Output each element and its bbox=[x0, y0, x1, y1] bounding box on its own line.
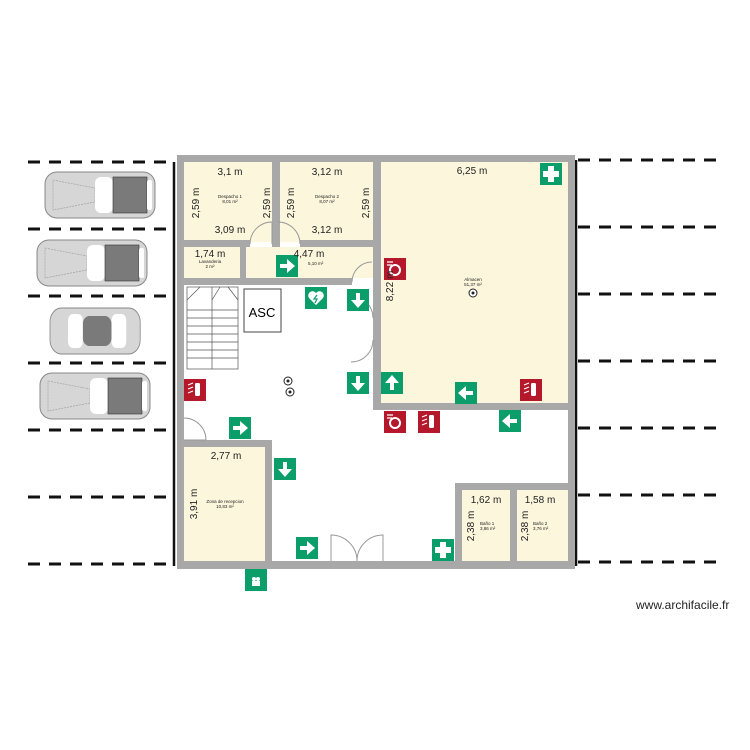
svg-text:3,1 m: 3,1 m bbox=[217, 167, 242, 178]
svg-text:8,01 m²: 8,01 m² bbox=[222, 199, 238, 204]
car-icon bbox=[49, 307, 141, 355]
elevator bbox=[243, 288, 282, 333]
car-icon bbox=[44, 171, 156, 219]
svg-text:8,22 m: 8,22 m bbox=[385, 271, 396, 302]
exit-arrow-icon bbox=[499, 410, 521, 432]
first-aid-icon bbox=[540, 163, 562, 185]
svg-text:3,09 m: 3,09 m bbox=[215, 225, 246, 236]
smoke-detector-icon bbox=[285, 387, 295, 397]
svg-text:Despacho 1: Despacho 1 bbox=[218, 194, 243, 199]
watermark: www.archifacile.fr bbox=[636, 598, 730, 612]
svg-text:3,12 m: 3,12 m bbox=[312, 225, 343, 236]
room-recepcion: 2,77 m 3,91 m Zona de recepcion 10,83 m² bbox=[189, 451, 244, 519]
elevator-label: ASC bbox=[249, 305, 276, 320]
exit-arrow-icon bbox=[347, 289, 369, 311]
svg-text:Lavanderia: Lavanderia bbox=[199, 259, 222, 264]
svg-text:8,07 m²: 8,07 m² bbox=[319, 199, 335, 204]
svg-text:2,59 m: 2,59 m bbox=[262, 188, 273, 219]
assembly-point-icon bbox=[245, 569, 267, 591]
svg-text:2,59 m: 2,59 m bbox=[286, 188, 297, 219]
stairs-icon bbox=[186, 286, 239, 370]
exit-arrow-icon bbox=[274, 458, 296, 480]
walls bbox=[177, 155, 575, 569]
smoke-detector-icon bbox=[283, 376, 293, 386]
svg-text:2,38 m: 2,38 m bbox=[520, 511, 531, 542]
smoke-detector-icon bbox=[468, 288, 478, 298]
svg-text:3,86 m²: 3,86 m² bbox=[480, 526, 496, 531]
svg-text:3,76 m²: 3,76 m² bbox=[533, 526, 549, 531]
svg-text:2,59 m: 2,59 m bbox=[191, 188, 202, 219]
fire-extinguisher-icon bbox=[519, 378, 543, 402]
svg-text:Baño 1: Baño 1 bbox=[480, 521, 495, 526]
room-bano-2: 1,58 m 2,38 m Baño 2 3,76 m² bbox=[520, 495, 555, 541]
svg-text:10,83 m²: 10,83 m² bbox=[216, 504, 234, 509]
svg-text:5,10 m²: 5,10 m² bbox=[308, 261, 324, 266]
svg-text:1,58 m: 1,58 m bbox=[525, 495, 556, 506]
room-despacho-2: 3,12 m 3,12 m 2,59 m 2,59 m Despacho 2 8… bbox=[286, 167, 372, 236]
room-bano-1: 1,62 m 2,38 m Baño 1 3,86 m² bbox=[466, 495, 501, 541]
fire-extinguisher-icon bbox=[417, 410, 441, 434]
room-despacho-1: 3,1 m 3,09 m 2,59 m 2,59 m Despacho 1 8,… bbox=[191, 167, 273, 236]
exit-arrow-icon bbox=[347, 372, 369, 394]
exit-arrow-icon bbox=[381, 372, 403, 394]
car-icon bbox=[39, 372, 151, 420]
svg-text:2,59 m: 2,59 m bbox=[361, 188, 372, 219]
corridor: 4,47 m 5,10 m² bbox=[294, 249, 325, 266]
fire-hose-icon bbox=[383, 410, 407, 434]
svg-text:4,47 m: 4,47 m bbox=[294, 249, 325, 260]
svg-text:2,77 m: 2,77 m bbox=[211, 451, 242, 462]
svg-text:2 m²: 2 m² bbox=[206, 264, 216, 269]
first-aid-icon bbox=[432, 539, 454, 561]
svg-text:3,12 m: 3,12 m bbox=[312, 167, 343, 178]
exit-arrow-icon bbox=[296, 537, 318, 559]
svg-text:Almacen: Almacen bbox=[464, 277, 482, 282]
exit-arrow-icon bbox=[455, 382, 477, 404]
svg-text:2,38 m: 2,38 m bbox=[466, 511, 477, 542]
svg-text:1,74 m: 1,74 m bbox=[195, 249, 226, 260]
svg-text:Despacho 2: Despacho 2 bbox=[315, 194, 340, 199]
svg-text:Baño 2: Baño 2 bbox=[533, 521, 548, 526]
exit-arrow-icon bbox=[229, 417, 251, 439]
car-icon bbox=[36, 239, 148, 287]
svg-text:6,25 m: 6,25 m bbox=[457, 166, 488, 177]
parking-area bbox=[28, 158, 722, 566]
room-lavanderia: 1,74 m Lavanderia 2 m² bbox=[195, 249, 226, 269]
defibrillator-icon bbox=[305, 287, 327, 309]
fire-extinguisher-icon bbox=[183, 378, 207, 402]
svg-text:3,91 m: 3,91 m bbox=[189, 489, 200, 520]
svg-text:51,37 m²: 51,37 m² bbox=[464, 282, 482, 287]
svg-text:1,62 m: 1,62 m bbox=[471, 495, 502, 506]
svg-text:Zona de recepcion: Zona de recepcion bbox=[206, 499, 244, 504]
room-almacen: 6,25 m 8,22 m Almacen 51,37 m² bbox=[385, 166, 487, 301]
rooms bbox=[184, 162, 568, 561]
